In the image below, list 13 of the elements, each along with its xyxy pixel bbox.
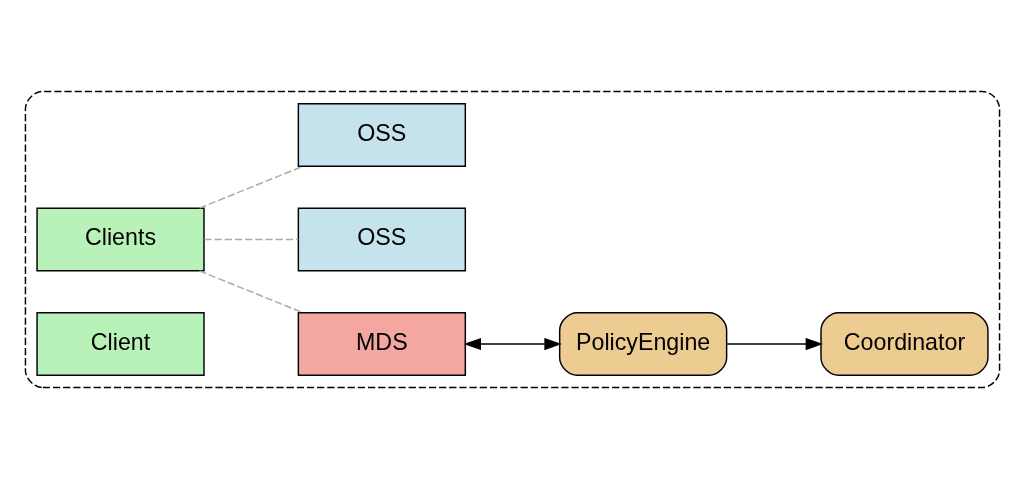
node-box: Clients — [36, 207, 205, 272]
node-box: OSS — [297, 207, 467, 272]
arrow — [726, 337, 824, 351]
cluster — [24, 90, 1001, 389]
node-box: Client — [36, 312, 205, 376]
connector — [198, 165, 304, 209]
arrow — [463, 337, 562, 351]
node-box: PolicyEngine — [558, 312, 728, 376]
connector — [203, 238, 299, 241]
node-box: OSS — [297, 103, 467, 167]
connector — [198, 270, 304, 314]
node-box: MDS — [297, 312, 467, 376]
node-box: Coordinator — [820, 312, 989, 376]
